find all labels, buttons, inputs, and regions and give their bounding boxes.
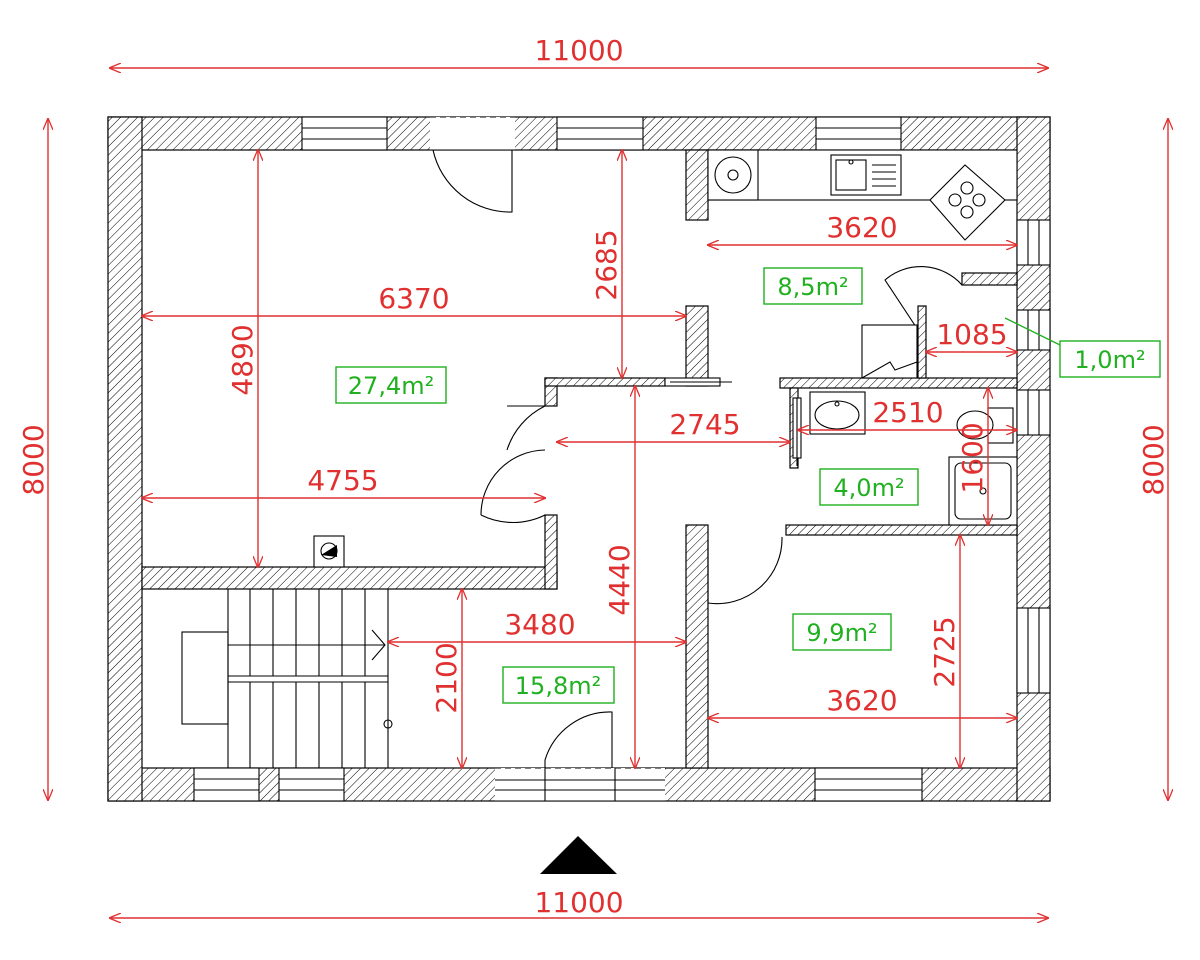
dim-bedroom-height: 2725 [928,616,961,687]
kitchen-sink-icon [830,154,902,196]
dim-bathroom-width: 2510 [872,396,943,429]
dim-bedroom-width: 3620 [826,684,897,717]
dim-living-lower-width: 4755 [307,464,378,497]
area-pantry: 1,0m² [1074,346,1145,374]
hob-icon [929,164,1006,241]
wall-kitchen-stub [685,149,709,221]
area-hall: 15,8m² [515,672,601,700]
dim-stair-width: 3480 [504,608,575,641]
dim-overall-height-right: 8000 [1137,424,1170,495]
north-arrow-triangle-icon [540,836,617,874]
dim-overall-width-bottom: 11000 [534,886,623,919]
wall-living-stair [141,566,558,590]
dim-bathroom-height: 1600 [956,422,989,493]
area-kitchen: 8,5m² [777,273,848,301]
dim-hall-height-upper: 2685 [590,229,623,300]
washbasin-icon [809,391,866,435]
chimney-icon [313,535,345,568]
dim-hall-width: 2745 [669,408,740,441]
dim-living-width: 6370 [378,282,449,315]
wall-hall-top [544,377,666,387]
area-labels: 27,4m² 8,5m² 1,0m² 4,0m² 15,8m² 9,9m² [335,267,1161,704]
area-living: 27,4m² [348,372,434,400]
windows [193,116,1051,802]
wall-bathroom-top [779,377,1018,389]
dim-living-height: 4890 [226,324,259,395]
dim-pantry-width: 1085 [936,318,1007,351]
walls [107,116,1051,802]
area-bedroom: 9,9m² [806,619,877,647]
wall-living-hall-lower [544,514,558,590]
pantry-shelf [861,324,918,379]
kitchen-counter [707,149,1018,241]
dimension-labels: 11000 11000 8000 8000 6370 4890 4755 268… [17,34,1170,919]
outer-wall-left [107,116,143,802]
stove-icon [707,149,759,201]
staircase [181,589,393,768]
area-bathroom: 4,0m² [833,474,904,502]
dimension-lines [48,68,1168,918]
dim-overall-height-left: 8000 [17,424,50,495]
wall-pantry-top [961,272,1018,286]
wall-living-kitchen [685,305,709,387]
wall-bathroom-bottom [785,524,1018,536]
wall-pantry-left [917,305,927,379]
dim-hall-height-lower: 4440 [603,544,636,615]
dim-stair-height: 2100 [430,642,463,713]
dim-overall-width-top: 11000 [534,34,623,67]
dim-kitchen-width: 3620 [826,211,897,244]
wall-hall-bedroom [685,524,709,769]
